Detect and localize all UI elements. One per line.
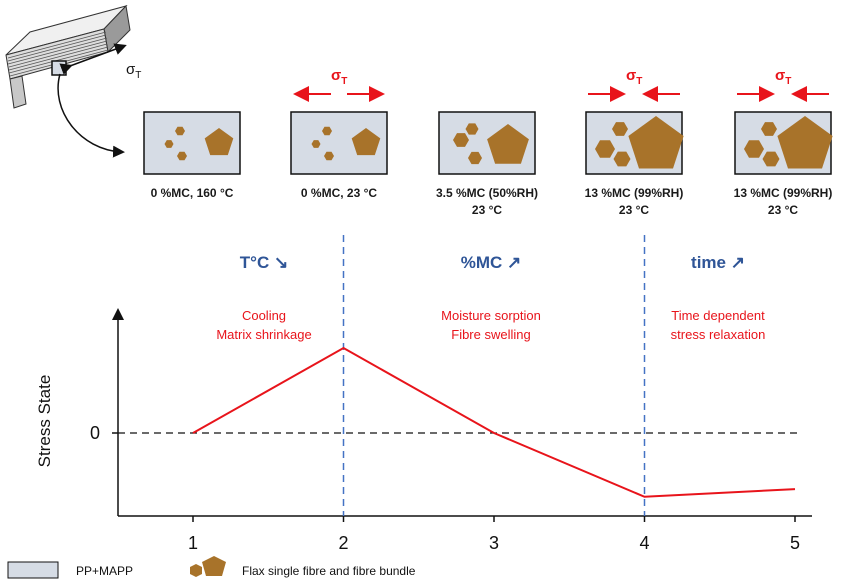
stress-series-line [192, 346, 796, 498]
stage-caption: 0 %MC, 23 °C [301, 186, 377, 200]
phase-note: Matrix shrinkage [216, 327, 311, 342]
stage-5: 13 %MC (99%RH) 23 °C σT [734, 67, 833, 217]
fibre-swatch-large [202, 556, 226, 576]
sigma-label-beam: σT [126, 61, 141, 81]
fibre-hexagon [322, 126, 332, 136]
phase-note: Fibre swelling [451, 327, 530, 342]
stage-3: 3.5 %MC (50%RH) 23 °C [436, 111, 538, 217]
zoom-arrow [57, 73, 125, 158]
phase-title: %MC ↗ [461, 253, 522, 272]
specimen-beam-illustration: σT [5, 4, 141, 158]
x-tick-label: 5 [790, 533, 800, 553]
cutout-square [51, 60, 67, 76]
phase-note: stress relaxation [671, 327, 766, 342]
stage-4: 13 %MC (99%RH) 23 °C σT [585, 67, 684, 217]
legend: PP+MAPP Flax single fibre and fibre bund… [7, 556, 416, 579]
fibre-hexagon [175, 126, 185, 136]
phase-note: Time dependent [671, 308, 765, 323]
stage-caption: 23 °C [472, 203, 502, 217]
fibre-hexagon [744, 140, 764, 158]
fibre-bundle-pentagon [487, 124, 529, 164]
fibre-hexagon [164, 140, 174, 148]
stage-2: 0 %MC, 23 °C σT [290, 67, 388, 200]
fibre-bundle-pentagon [777, 116, 833, 169]
fibre-hexagon [453, 133, 469, 147]
stage-caption: 0 %MC, 160 °C [151, 186, 234, 200]
x-tick-label: 4 [639, 533, 649, 553]
fibre-swatch-small [190, 564, 202, 577]
stage-caption: 23 °C [768, 203, 798, 217]
sigma-label: σT [331, 67, 347, 87]
fibre-bundle-pentagon [351, 128, 381, 156]
fibre-hexagon [324, 151, 334, 161]
stage-caption: 13 %MC (99%RH) [585, 186, 684, 200]
y-tick-label: 0 [90, 423, 100, 443]
phase-note: Moisture sorption [441, 308, 541, 323]
x-tick-label: 2 [338, 533, 348, 553]
sigma-label: σT [626, 67, 642, 87]
fibre-hexagon [762, 151, 780, 167]
tension-double-arrow [59, 43, 127, 75]
phase-note: Cooling [242, 308, 286, 323]
fibre-hexagon [613, 151, 631, 167]
fibre-hexagon [468, 151, 482, 165]
phase-title: time ↗ [691, 253, 745, 272]
sigma-label: σT [775, 67, 791, 87]
y-axis-label: Stress State [35, 375, 54, 468]
fibre-bundle-pentagon [204, 128, 234, 156]
matrix-swatch [7, 561, 59, 579]
legend-fibre-label: Flax single fibre and fibre bundle [242, 564, 416, 578]
fibre-bundle-pentagon [628, 116, 684, 169]
fibre-hexagon [177, 151, 187, 161]
stage-caption: 23 °C [619, 203, 649, 217]
x-tick-label: 1 [188, 533, 198, 553]
fibre-hexagon [612, 122, 628, 136]
fibre-hexagon [595, 140, 615, 158]
fibre-hexagon [311, 140, 321, 148]
phase-title: T°C ↘ [240, 253, 288, 272]
legend-matrix-label: PP+MAPP [76, 564, 133, 578]
stage-caption: 13 %MC (99%RH) [734, 186, 833, 200]
fibre-hexagon [465, 123, 479, 135]
stage-row: 0 %MC, 160 °C 0 %MC, 23 °C σT 3.5 %MC (50%R… [143, 67, 833, 217]
stage-1: 0 %MC, 160 °C [143, 111, 241, 200]
fibre-hexagon [761, 122, 777, 136]
y-axis-arrowhead [112, 308, 124, 320]
x-tick-label: 3 [489, 533, 499, 553]
stage-caption: 3.5 %MC (50%RH) [436, 186, 538, 200]
